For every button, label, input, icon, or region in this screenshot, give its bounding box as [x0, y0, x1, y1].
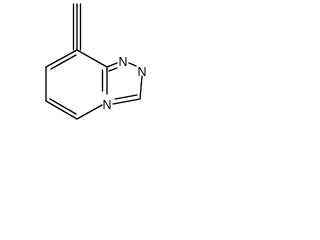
bond-n4-c5: [76, 104, 103, 120]
triazole-ring: [106, 62, 143, 105]
bond-c3-n4-inner: [114, 94, 138, 100]
atom-labels: N N N: [102, 55, 146, 112]
bond-n1-n2: [128, 62, 137, 67]
ethynyl-group: [72, 3, 82, 51]
chemical-structure-diagram: N N N: [45, 3, 147, 120]
bond-c8a-n1: [106, 62, 118, 68]
bond-c5-c6-inner: [49, 98, 77, 115]
bond-c7-c8-inner: [50, 54, 77, 70]
bond-n2-c3: [139, 75, 143, 100]
pyridine-ring: [45, 49, 108, 120]
bond-c8a-n1-inner: [108, 67, 118, 72]
atom-label-n1: N: [118, 55, 127, 69]
atom-label-n4: N: [102, 98, 111, 112]
bond-c7-c8: [45, 49, 78, 68]
atom-label-n2: N: [137, 65, 146, 79]
bond-c5-c6: [45, 100, 78, 120]
bond-c3-n4: [112, 98, 141, 105]
bond-c8-c8a: [76, 49, 108, 68]
